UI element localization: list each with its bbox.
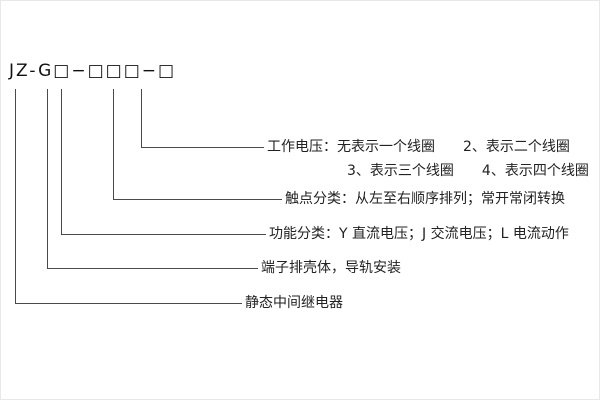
label-relay-name: 静态中间继电器 bbox=[245, 295, 343, 311]
connector-line-function-class bbox=[61, 89, 266, 235]
label-function-classification: 功能分类：Y 直流电压；J 交流电压；L 电流动作 bbox=[269, 226, 569, 242]
working-voltage-text-1: 工作电压：无表示一个线圈 bbox=[267, 139, 435, 155]
model-code: JZ-G□−□□□−□ bbox=[9, 61, 177, 81]
label-housing-mounting: 端子排壳体，导轨安装 bbox=[261, 260, 401, 276]
connector-line-contact-class bbox=[113, 89, 282, 200]
label-working-voltage-row1: 工作电压：无表示一个线圈 2、表示二个线圈 bbox=[267, 138, 570, 156]
working-voltage-text-4: 4、表示四个线圈 bbox=[481, 163, 589, 179]
working-voltage-text-3: 3、表示三个线圈 bbox=[347, 163, 454, 179]
label-contact-classification: 触点分类：从左至右顺序排列；常开常闭转换 bbox=[285, 191, 565, 207]
connector-line-housing bbox=[47, 89, 258, 269]
label-working-voltage-row2: 3、表示三个线圈 4、表示四个线圈 bbox=[347, 162, 589, 180]
working-voltage-text-2: 2、表示二个线圈 bbox=[463, 139, 570, 155]
connector-line-relay bbox=[15, 89, 242, 304]
connector-line-working-voltage bbox=[141, 89, 264, 148]
